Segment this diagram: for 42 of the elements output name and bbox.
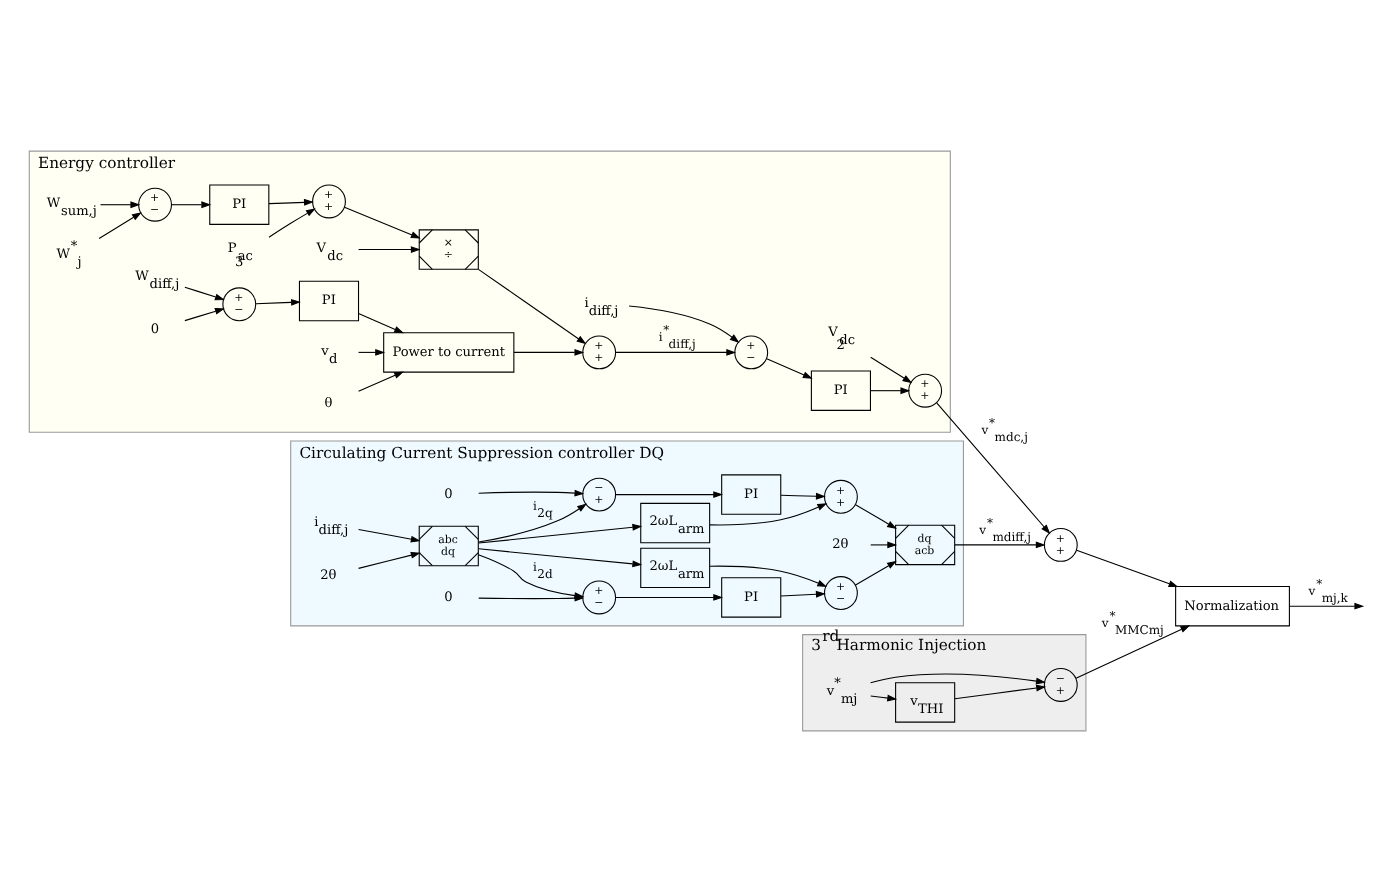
arrow [358, 527, 421, 542]
arrow [855, 503, 897, 528]
arrow [615, 592, 724, 600]
arrow [870, 386, 911, 394]
arrow [936, 401, 1051, 534]
arrow [513, 347, 585, 355]
arrow [184, 285, 225, 300]
arrow [171, 200, 212, 208]
arrow [870, 693, 898, 701]
arrow [478, 502, 587, 542]
arrow [358, 311, 404, 333]
arrow [255, 297, 301, 305]
arrow [478, 547, 643, 567]
arrow [615, 490, 724, 498]
arrow [870, 672, 1046, 684]
arrow [1288, 601, 1365, 609]
arrow [954, 540, 1046, 548]
arrow [99, 200, 141, 208]
arrow [98, 211, 142, 238]
arrow [954, 683, 1047, 699]
arrow [358, 550, 421, 568]
arrow [478, 522, 643, 543]
arrow [870, 540, 898, 548]
arrow [478, 488, 585, 496]
arrow [766, 357, 813, 378]
arrow [855, 559, 897, 585]
arrow [358, 370, 404, 391]
arrow [709, 502, 828, 525]
arrow [1076, 548, 1179, 586]
arrow [358, 245, 421, 252]
arrow [615, 347, 737, 355]
arrow [780, 491, 826, 499]
arrow [780, 589, 826, 597]
arrow [268, 197, 314, 205]
arrow [870, 355, 913, 383]
arrow [268, 207, 316, 237]
arrow [709, 564, 828, 586]
arrow [184, 306, 225, 321]
arrow [343, 205, 421, 238]
arrow [1075, 624, 1191, 678]
arrow [628, 304, 740, 342]
arrow [477, 267, 587, 344]
